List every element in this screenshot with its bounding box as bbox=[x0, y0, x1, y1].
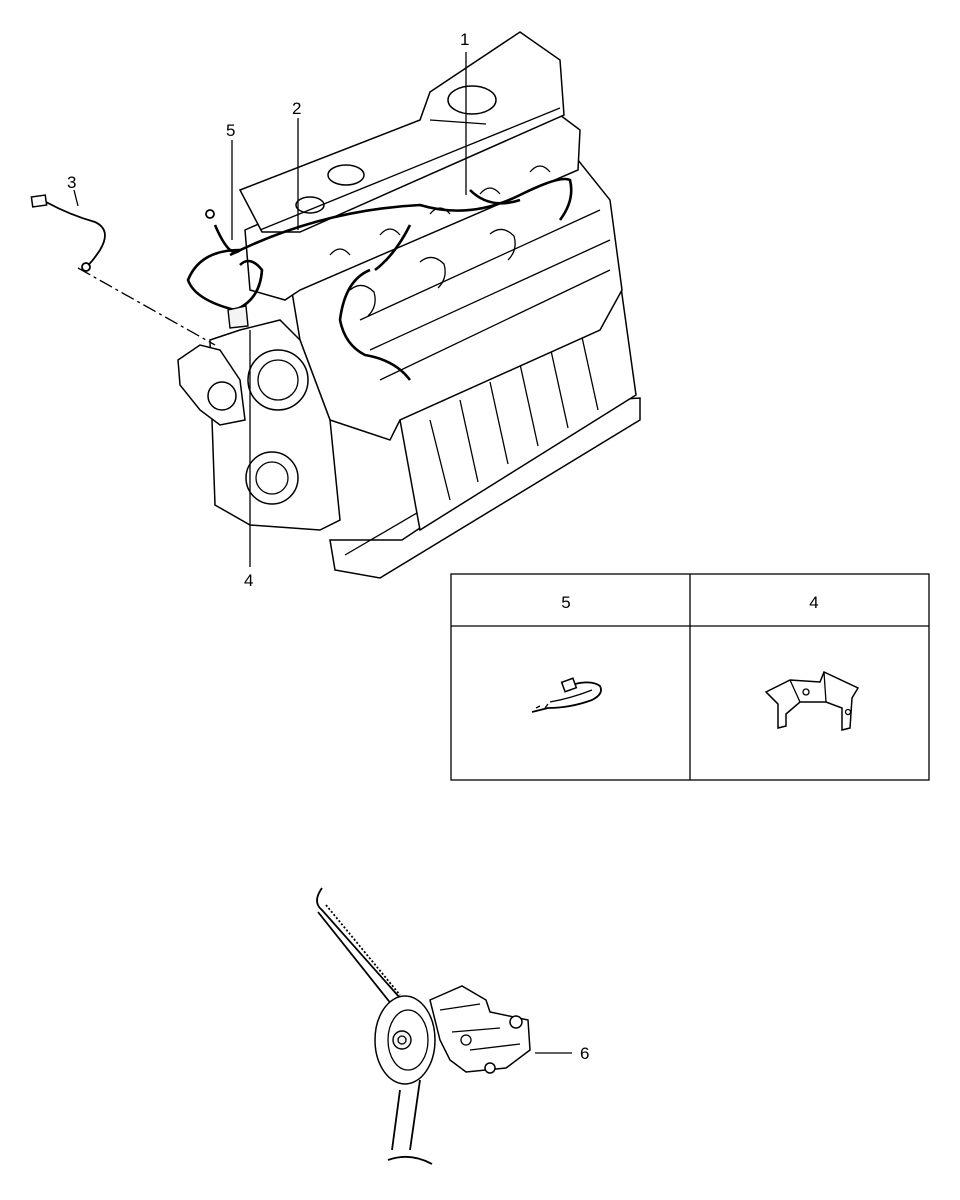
callout-labels: 1 2 5 3 4 6 bbox=[67, 30, 589, 1063]
engine-assembly-illustration bbox=[177, 31, 641, 579]
sensor-wire-illustration bbox=[30, 194, 216, 346]
callout-6: 6 bbox=[580, 1044, 589, 1063]
table-header-5: 5 bbox=[561, 593, 570, 612]
belt-tensioner-illustration bbox=[316, 887, 531, 1165]
callout-3: 3 bbox=[67, 173, 76, 192]
callout-1: 1 bbox=[460, 30, 469, 49]
callout-5: 5 bbox=[226, 121, 235, 140]
wire-harness-part-illustration bbox=[531, 677, 602, 713]
callout-2: 2 bbox=[292, 99, 301, 118]
bracket-part-illustration bbox=[764, 670, 860, 731]
detail-table: 5 4 bbox=[450, 573, 930, 781]
table-header-4: 4 bbox=[809, 593, 818, 612]
callout-4: 4 bbox=[244, 571, 253, 590]
leader-lines bbox=[73, 52, 572, 1054]
